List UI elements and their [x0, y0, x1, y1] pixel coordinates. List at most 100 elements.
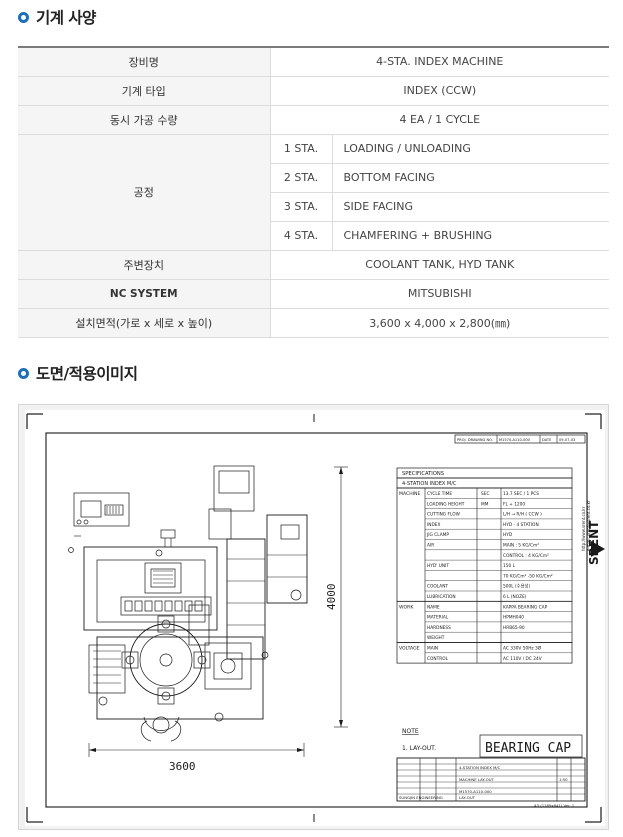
spec-value: KAPPA BEARING CAP — [503, 604, 548, 610]
floor-anchor — [214, 712, 224, 722]
station-jig — [157, 687, 175, 705]
operator-head — [152, 716, 170, 734]
station-work — [197, 655, 207, 665]
spec-key: CUTTING FLOW — [427, 512, 461, 518]
rail-block — [194, 600, 203, 612]
circle-bullet-icon — [18, 11, 29, 23]
drawing-text: PROJ. DRAWING NO. — [457, 438, 493, 442]
index-table-inner — [139, 633, 193, 687]
spec-group-name: VOLTAGE — [399, 646, 420, 652]
panel-knob — [83, 519, 89, 525]
spec-value: COOLANT TANK, HYD TANK — [270, 250, 609, 280]
brand-logo-text: SRENT — [587, 520, 601, 565]
operator-arms — [140, 720, 182, 742]
spec-value: CONTROL : 4 KG/Cm² — [503, 553, 549, 559]
spec-value: 13.7 SEC / 1 PCS — [503, 491, 539, 497]
process-row: 2 STA.BOTTOM FACING — [18, 163, 609, 193]
slide-rail — [120, 596, 212, 616]
spec-value: HRB65-90 — [503, 625, 525, 631]
part-name: BEARING CAP — [485, 741, 571, 756]
part-name-box — [479, 734, 583, 758]
rail-block — [154, 600, 163, 612]
spec-value: AC 330V 50Hz 3Ø — [503, 645, 542, 652]
spec-label: 설치면적(가로 x 세로 x 높이) — [18, 308, 271, 338]
filter-box — [208, 508, 232, 540]
station-jig — [121, 651, 139, 669]
station-unit-mid — [188, 604, 210, 646]
station-work — [161, 619, 171, 629]
process-row: 3 STA.SIDE FACING — [18, 192, 609, 222]
spec-key: MATERIAL — [427, 615, 449, 621]
spec-key: NAME — [427, 604, 440, 610]
spec-value: HYD - 4 STATION — [503, 522, 539, 528]
station-work — [125, 655, 135, 665]
station-motor — [213, 652, 243, 680]
index-table — [129, 623, 203, 697]
floor-anchor — [68, 547, 74, 553]
dim-arrow — [339, 720, 343, 727]
spec-value: FL + 1200 — [503, 501, 525, 507]
section-title-spec: 기계 사양 — [18, 6, 96, 28]
spec-value: 4 EA / 1 CYCLE — [270, 105, 609, 135]
section-title-text: 기계 사양 — [36, 9, 96, 27]
rail-block — [144, 600, 153, 612]
spec-value: INDEX (CCW) — [270, 76, 609, 106]
sheet-footer: A3 (1189x841) Ver. 1 — [534, 803, 575, 808]
brand-group: SRENThttp://www.srent.co.kre-mail: srent… — [581, 500, 601, 565]
station-unit-left — [88, 644, 126, 694]
drawing-text: 09-07-03 — [559, 438, 575, 442]
panel-knob — [76, 519, 82, 525]
spec-key: HARDNESS — [427, 625, 451, 631]
spindle-top — [155, 549, 163, 557]
spec-key: INDEX — [427, 522, 441, 528]
spec-key: JIG CLAMP — [426, 532, 449, 538]
process-row: 4 STA.CHAMFERING + BRUSHING — [18, 221, 609, 251]
title-block — [396, 757, 586, 802]
panel-screen — [80, 500, 102, 518]
dim-arrow — [297, 748, 304, 752]
drawing-border — [45, 432, 588, 808]
spec-value: 70 KG/Cm² -50 KG/Cm² — [503, 573, 553, 579]
dim-arrow — [339, 467, 343, 474]
spec-key: MAIN — [427, 646, 438, 652]
spec-value: 6 L (NOZE) — [503, 594, 527, 600]
spec-value: 3,600 x 4,000 x 2,800(㎜) — [270, 308, 609, 338]
station-description: CHAMFERING + BRUSHING — [332, 221, 609, 251]
drawing-text: MACHINE LAY-OUT — [459, 777, 494, 782]
index-center — [159, 653, 173, 667]
machine-bed-lower — [96, 636, 264, 720]
spec-row: 설치면적(가로 x 세로 x 높이)3,600 x 4,000 x 2,800(… — [18, 308, 609, 338]
station-unit-right — [204, 642, 252, 690]
drawing-text: LAY-OUT — [459, 795, 476, 800]
drawing-text: SUNGJIN ENGINEERING — [399, 795, 443, 800]
spec-value: L/H → R/H ( CCW ) — [503, 512, 542, 518]
spec-label: 주변장치 — [18, 250, 271, 280]
station-work — [161, 691, 171, 701]
coolant-tank — [266, 514, 308, 604]
brand-email: e-mail: srent@srent.co.kr — [586, 500, 591, 551]
brand-url: http://www.srent.co.kr — [581, 506, 586, 551]
spec-value: 150 L — [503, 563, 516, 569]
rail-block — [174, 600, 183, 612]
clamp-inner — [150, 568, 176, 588]
dim-width-label: 3600 — [169, 760, 196, 773]
spec-unit: SEC — [481, 491, 489, 497]
spec-label: 공정 — [18, 134, 271, 251]
station-jig — [157, 615, 175, 633]
note-item: 1. LAY-OUT. — [402, 745, 436, 752]
spec-value: AC 110V / DC 24V — [503, 656, 542, 662]
spec-value: HPMH040 — [503, 615, 524, 621]
spec-key: CYCLE TIME — [427, 491, 452, 497]
station-number: 2 STA. — [270, 163, 333, 193]
station-number: 3 STA. — [270, 192, 333, 222]
bed-inner — [96, 559, 206, 623]
coolant-pump-box — [280, 524, 300, 540]
spec-key: HYD' UNIT — [427, 563, 449, 569]
drawing-text: 4-STATION INDEX M/C — [402, 481, 457, 487]
rail-block — [184, 600, 193, 612]
section-title-drawing: 도면/적용이미지 — [18, 362, 138, 384]
